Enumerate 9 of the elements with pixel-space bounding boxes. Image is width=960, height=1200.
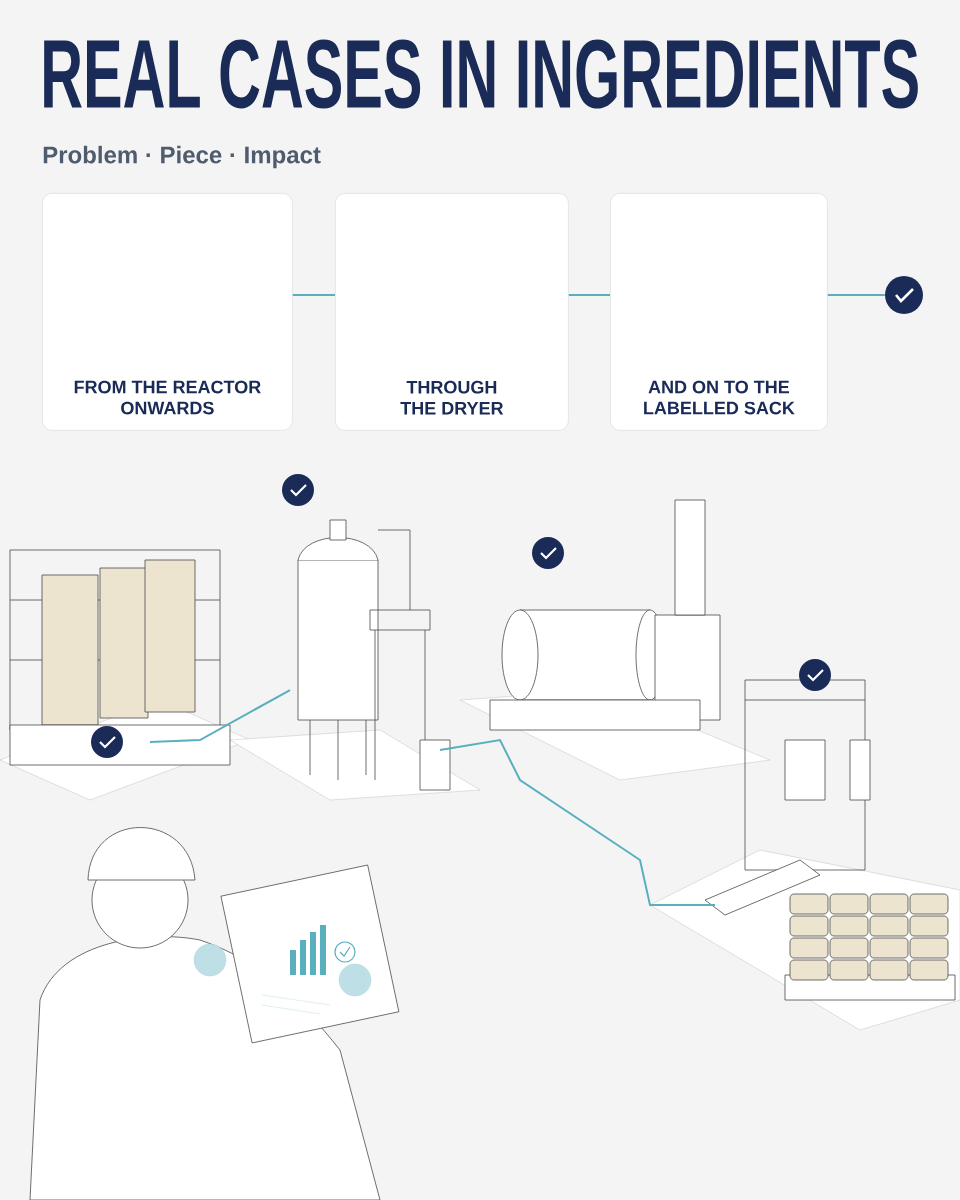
connector-line	[291, 294, 336, 296]
card: FROM THE REACTOR ONWARDS	[42, 193, 293, 431]
check-badge	[885, 276, 923, 314]
title: REAL CASES IN INGREDIENTS	[44, 39, 918, 109]
card: AND ON TO THE LABELLED SACK	[610, 193, 828, 431]
connector-line	[826, 294, 886, 296]
connector-line	[567, 294, 611, 296]
card: THROUGH THE DRYER	[335, 193, 569, 431]
subtitle: Problem · Piece · Impact	[43, 145, 321, 169]
